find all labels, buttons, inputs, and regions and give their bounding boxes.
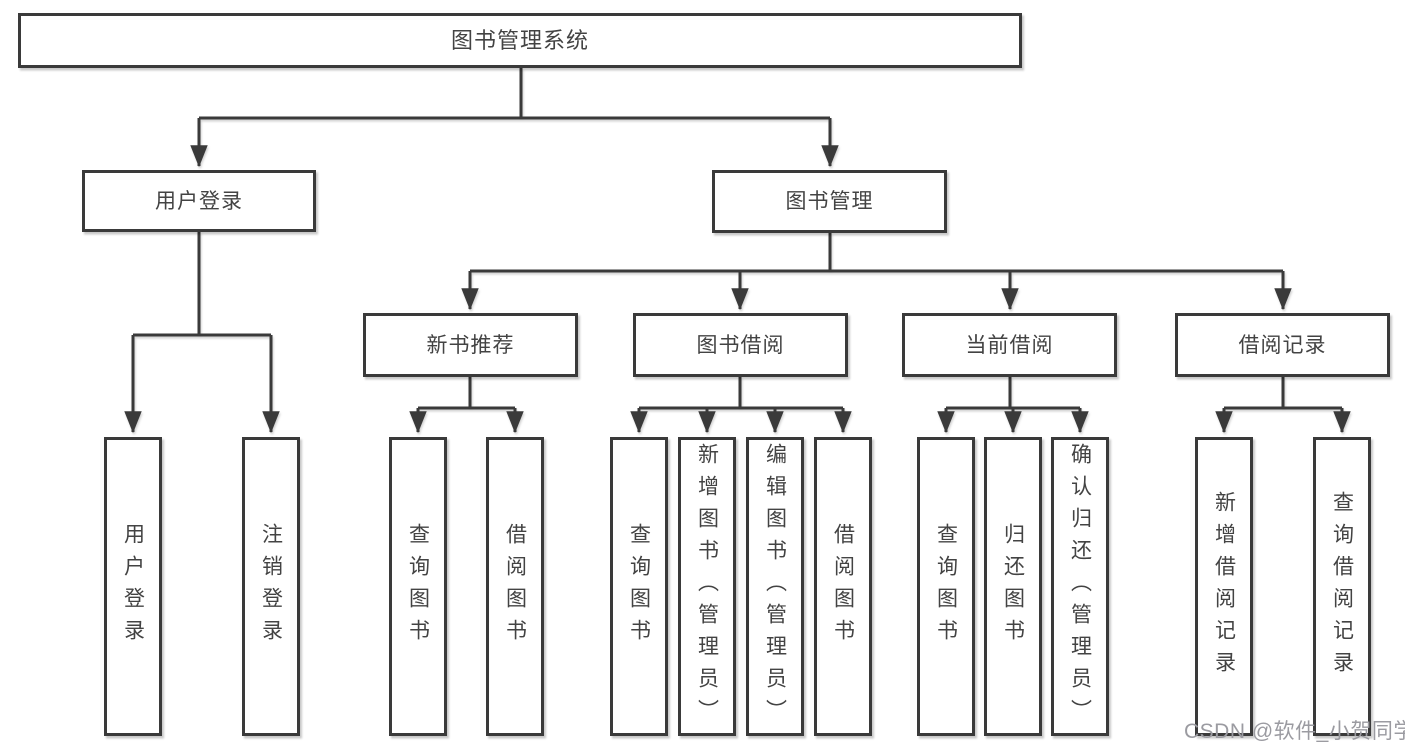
node-book-management: 图书管理: [712, 170, 947, 233]
node-new-book-recommend-label: 新书推荐: [426, 333, 515, 357]
node-library-system: 图书管理系统: [18, 13, 1022, 68]
wire-currentborrow-split: [946, 377, 1080, 410]
node-user-login: 用户登录: [82, 170, 316, 232]
watermark-csdn: CSDN @软件_小贺同学: [1184, 720, 1405, 743]
leaf-cb-return-books-label: 归还图书: [1001, 522, 1025, 651]
node-user-login-label: 用户登录: [155, 189, 243, 213]
leaf-user-login-label: 用户登录: [121, 522, 145, 651]
leaf-cb-return-books: 归还图书: [984, 437, 1042, 736]
node-library-system-label: 图书管理系统: [450, 27, 589, 53]
wire-borrowrecord-split: [1224, 377, 1342, 410]
node-current-borrow: 当前借阅: [902, 313, 1117, 377]
leaf-nb-query-books-label: 查询图书: [406, 522, 430, 651]
leaf-user-login: 用户登录: [104, 437, 162, 736]
leaf-logout-label: 注销登录: [259, 522, 283, 651]
leaf-nb-query-books: 查询图书: [389, 437, 447, 736]
leaf-cb-confirm-return-admin: 确认归还（管理员）: [1051, 437, 1109, 736]
leaf-cb-confirm-return-admin-label: 确认归还（管理员）: [1068, 442, 1092, 731]
leaf-bb-add-books-admin: 新增图书（管理员）: [678, 437, 736, 736]
leaf-bb-add-books-admin-label: 新增图书（管理员）: [695, 442, 719, 731]
leaf-br-add-record: 新增借阅记录: [1195, 437, 1253, 736]
wire-bookborrow-split: [639, 377, 843, 410]
leaf-br-query-record: 查询借阅记录: [1313, 437, 1371, 736]
node-book-borrow: 图书借阅: [633, 313, 848, 377]
node-book-management-label: 图书管理: [785, 190, 874, 213]
node-new-book-recommend: 新书推荐: [363, 313, 578, 377]
node-current-borrow-label: 当前借阅: [965, 333, 1054, 357]
leaf-logout: 注销登录: [242, 437, 300, 736]
leaf-bb-edit-books-admin-label: 编辑图书（管理员）: [763, 442, 787, 731]
wire-newbook-split: [418, 377, 515, 410]
leaf-nb-borrow-books: 借阅图书: [486, 437, 544, 736]
node-book-borrow-label: 图书借阅: [696, 333, 785, 357]
leaf-bb-query-books-label: 查询图书: [627, 522, 651, 651]
leaf-br-add-record-label: 新增借阅记录: [1212, 490, 1236, 683]
leaf-bb-borrow-books: 借阅图书: [814, 437, 872, 736]
node-borrow-record: 借阅记录: [1175, 313, 1390, 377]
leaf-bb-edit-books-admin: 编辑图书（管理员）: [746, 437, 804, 736]
leaf-bb-borrow-books-label: 借阅图书: [831, 522, 855, 651]
leaf-nb-borrow-books-label: 借阅图书: [503, 522, 527, 651]
leaf-bb-query-books: 查询图书: [610, 437, 668, 736]
leaf-cb-query-books: 查询图书: [917, 437, 975, 736]
leaf-br-query-record-label: 查询借阅记录: [1330, 490, 1354, 683]
node-borrow-record-label: 借阅记录: [1238, 333, 1327, 357]
leaf-cb-query-books-label: 查询图书: [934, 522, 958, 651]
